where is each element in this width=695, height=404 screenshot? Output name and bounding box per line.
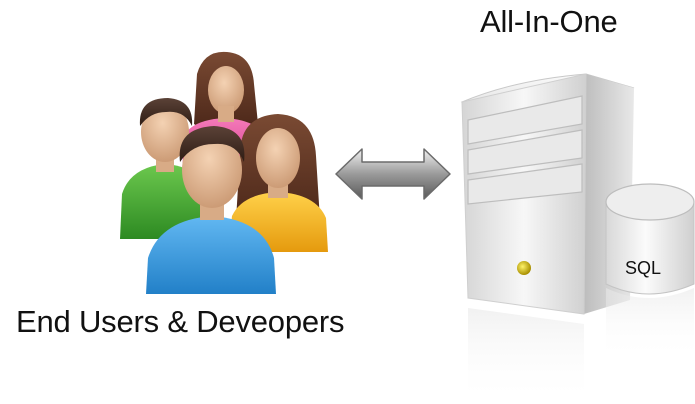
power-light-icon <box>517 261 531 275</box>
database-cylinder-icon <box>605 183 695 360</box>
server-tower-icon <box>460 73 695 404</box>
sql-label: SQL <box>625 258 662 278</box>
bidirectional-arrow-icon <box>335 148 451 200</box>
person-blue <box>146 126 276 294</box>
user-group-icon <box>120 51 328 294</box>
server-title: All-In-One <box>480 4 618 39</box>
person-yellow <box>228 114 328 252</box>
users-caption: End Users & Deveopers <box>16 304 345 339</box>
